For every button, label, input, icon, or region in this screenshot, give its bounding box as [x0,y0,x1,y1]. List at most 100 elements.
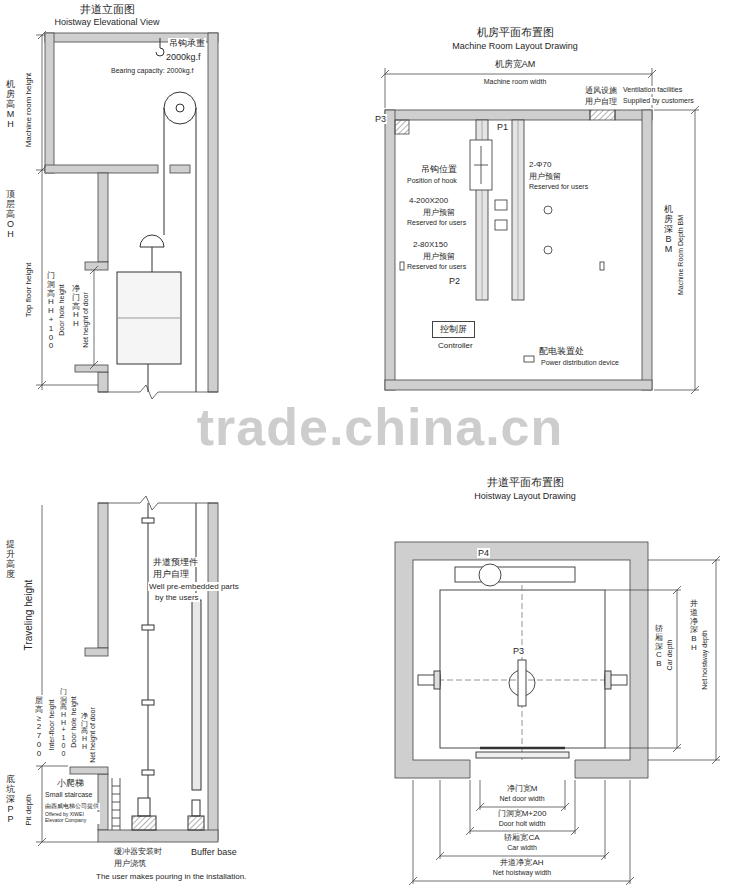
dimension-line [413,881,630,882]
machine [196,108,197,392]
dimension-label: 轿厢宽CA [503,833,540,842]
dimension-line [648,70,656,78]
wall [98,830,218,842]
dimension-line [94,270,95,365]
machine [142,625,154,630]
part-note: 缓冲器安装时 [113,847,163,856]
beam-channel [512,120,524,300]
part-note: Reserved for users [528,183,589,191]
wall [170,165,190,173]
wall [45,33,218,842]
dimension-line [673,586,681,594]
wall [395,120,409,134]
dimension-line [90,361,98,369]
view-title: Hoistway Elevational View [54,17,161,27]
dimension-line [38,762,46,770]
dimension-line [440,780,441,859]
dimension-line [436,852,444,860]
machine [148,364,149,392]
dimension-line [466,827,474,835]
dimension-label: 门洞高HH+100 [47,272,55,351]
dimension-line [381,70,389,78]
dimension-line [575,780,576,834]
dimension-line [654,390,699,391]
controller-box: 控制屏Controller [432,318,475,350]
wall [208,503,218,840]
dimension-line [409,556,720,885]
dimension-label: Net hoistway depth [701,629,709,691]
dimension-line [38,31,46,39]
break-line [98,496,218,510]
dimension-line [42,505,43,695]
view-title: Machine Room Layout Drawing [451,41,579,51]
dimension-label: Net height of door [89,706,97,764]
dimension-line [712,556,720,564]
load-note: 吊钩承重 [168,38,206,48]
beam-channel [470,140,492,190]
part-note: Offered by XIWEI Elevator Company [44,812,100,824]
machine [138,798,150,816]
dimension-label: 井道净深BH [690,600,698,653]
part-note: Position of hook [406,177,458,185]
dimension-label: 净门高HH [72,285,80,329]
wall [85,648,108,656]
wall [413,560,630,760]
dimension-line [42,35,43,390]
car-plan [518,660,526,706]
car-plan [476,752,569,758]
machine [142,770,154,775]
part-note: 用户自理 [152,569,190,579]
machine [142,700,154,705]
beam-channel [495,200,507,210]
machine [142,518,154,523]
dimension-line [626,877,634,885]
part-note: Power distribution device [540,359,620,367]
ladder [112,810,120,811]
watermark: trade.china.cn [196,398,565,458]
car-plan [418,564,627,760]
machine [164,108,165,235]
car-plan [480,747,565,750]
dimension-label: Traveling height [23,579,35,652]
dimension-label: Machine room height [24,72,33,149]
view-title: 井道平面布置图 [486,476,565,489]
part-note: 4-200X200 [408,196,449,205]
dimension-line [470,831,575,832]
callout-number: P3 [374,114,387,124]
beam-channel [600,262,604,270]
dimension-line [673,744,681,752]
dimension-line [605,590,681,591]
wall [385,110,652,390]
part-note: 配电装置处 [538,346,585,356]
dimension-line [648,560,720,561]
machine [156,38,164,56]
part-note: 由西威电梯公司提供 [44,803,100,810]
dimension-line [409,877,417,885]
dimension-line [36,385,98,386]
part-note: 用户预留 [528,172,562,181]
dimension-label: 提升高度 [6,540,15,580]
part-note: Supplied by customers [622,97,695,105]
dimension-line [691,106,699,114]
part-note: 小爬梯 [56,778,85,788]
part-note: 用户浇筑 [113,859,147,868]
dimension-label: 底坑深PP [6,775,15,824]
dimension-label: 井道净宽AH [499,858,544,867]
part-note: 用户预留 [422,208,456,217]
ladder [112,794,120,795]
dimension-line [712,756,720,764]
dimension-line [601,852,609,860]
wall [385,380,652,390]
car-plan [440,590,605,748]
part-note: by the users [154,593,200,602]
part-note: Reserved for users [406,263,467,271]
car-plan [455,567,575,582]
view-title: 井道立面图 [79,3,136,16]
part-note: Well pre-embedded parts [148,582,240,591]
machine [132,816,156,830]
break-line [98,385,218,399]
dimension-line [565,780,566,810]
machine [148,503,149,816]
dimension-line [36,766,68,767]
machine [140,235,164,247]
